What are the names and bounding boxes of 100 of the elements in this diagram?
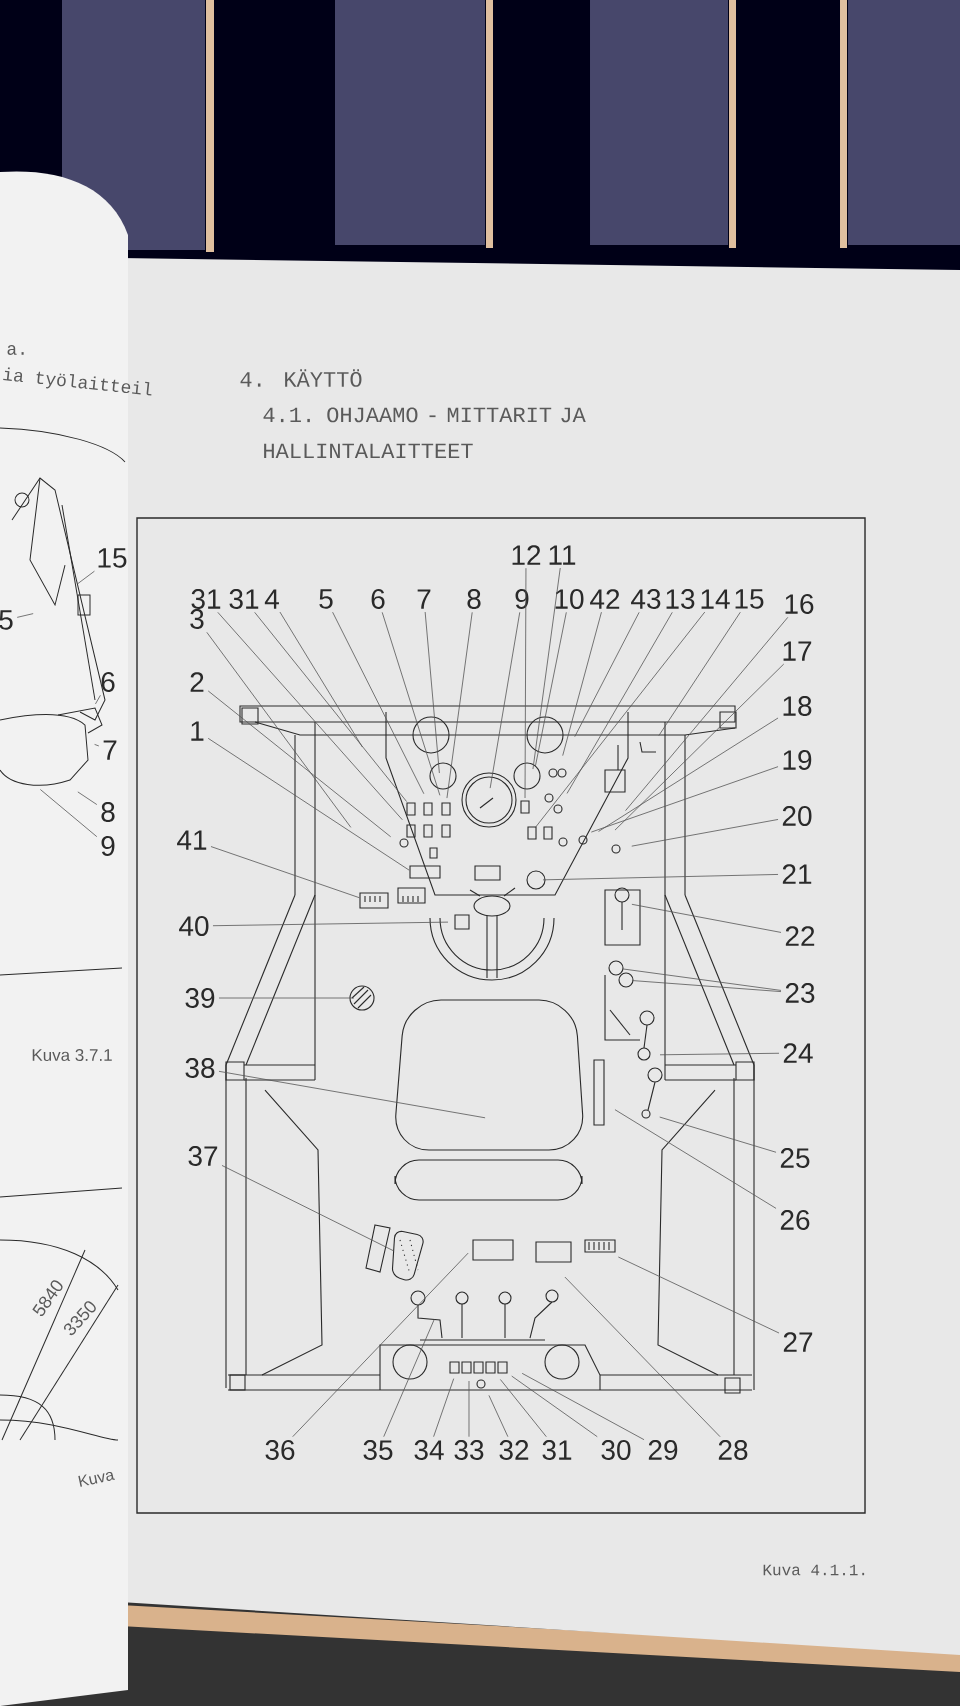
callout-number: 4 xyxy=(264,589,279,609)
callout-number: 30 xyxy=(601,1440,631,1460)
callout-number: 19 xyxy=(783,750,812,770)
callout-number: 5 xyxy=(319,589,333,609)
callout-number: 6 xyxy=(101,672,115,692)
leader-line xyxy=(500,1379,547,1438)
leader-line xyxy=(381,611,441,796)
callout-number: 14 xyxy=(701,589,730,609)
callout-number: 13 xyxy=(666,589,695,609)
leader-line xyxy=(659,1052,780,1056)
leader-line xyxy=(625,616,789,812)
callout-number: 11 xyxy=(549,545,576,565)
callout-number: 22 xyxy=(785,926,815,946)
callout-number: 15 xyxy=(735,589,764,609)
leader-line xyxy=(631,980,782,992)
leader-line xyxy=(94,744,100,747)
callout-number: 3 xyxy=(190,609,204,629)
leader-line xyxy=(446,611,473,799)
callout-number: 43 xyxy=(631,589,661,609)
leader-line xyxy=(598,717,779,832)
page-text: a. xyxy=(7,345,24,355)
callout-number: 31 xyxy=(542,1440,572,1460)
callout-number: 8 xyxy=(101,802,115,822)
leader-line xyxy=(207,737,410,871)
leader-line xyxy=(218,1070,486,1119)
callout-number: 36 xyxy=(265,1440,295,1460)
leader-line xyxy=(631,819,779,847)
leader-line xyxy=(212,921,449,927)
callout-number: 8 xyxy=(467,589,481,609)
callout-number: 23 xyxy=(785,983,815,1003)
callout-number: 5 xyxy=(0,610,13,630)
callout-number: 21 xyxy=(782,864,812,884)
leader-line xyxy=(562,611,602,757)
leader-line xyxy=(468,1380,470,1438)
callout-number: 9 xyxy=(101,836,115,856)
figure-caption: Kuva 4.1.1. xyxy=(763,1564,865,1576)
callout-number: 7 xyxy=(417,589,431,609)
callout-number: 7 xyxy=(103,740,117,760)
callout-number: 15 xyxy=(98,548,127,568)
leader-line xyxy=(511,1375,598,1438)
callout-number: 24 xyxy=(783,1043,813,1063)
leader-line xyxy=(631,903,782,933)
section-heading: 4. KÄYTTÖ xyxy=(240,369,362,387)
leader-line xyxy=(658,611,741,737)
leader-line xyxy=(489,611,521,789)
callout-number: 17 xyxy=(783,641,812,661)
callout-number: 26 xyxy=(780,1210,810,1230)
callout-number: 28 xyxy=(718,1440,748,1460)
leader-line xyxy=(590,766,779,833)
leader-line xyxy=(524,567,527,799)
leader-line xyxy=(614,1109,777,1209)
leader-line xyxy=(574,611,640,738)
callout-number: 27 xyxy=(783,1332,813,1352)
figure-caption: Kuva 3.7.1 xyxy=(32,1049,112,1061)
leader-line xyxy=(95,694,101,705)
callout-number: 18 xyxy=(783,696,812,716)
leader-line xyxy=(532,567,561,770)
leader-line xyxy=(217,611,403,821)
callout-number: 31 xyxy=(229,589,259,609)
leader-line xyxy=(424,611,440,774)
leader-line xyxy=(564,1276,721,1438)
callout-number: 32 xyxy=(499,1440,529,1460)
leader-line xyxy=(279,611,363,748)
leader-line xyxy=(332,611,425,795)
section-title: 4.1. OHJAAMO - MITTARIT JA HALLINTALAITTEET xyxy=(263,407,586,459)
leader-line xyxy=(614,663,785,831)
callout-number: 40 xyxy=(179,916,209,936)
callout-number: 16 xyxy=(785,594,814,614)
leader-line xyxy=(254,611,407,802)
leader-line xyxy=(383,1319,435,1438)
callout-number: 1 xyxy=(191,721,204,741)
leader-line xyxy=(16,613,34,618)
callout-number: 10 xyxy=(555,589,584,609)
leader-line xyxy=(77,570,95,585)
leader-line xyxy=(206,631,352,828)
callout-number: 37 xyxy=(188,1146,218,1166)
callout-number: 33 xyxy=(454,1440,484,1460)
leader-line xyxy=(488,1395,509,1438)
leader-line xyxy=(210,846,360,899)
callout-number: 34 xyxy=(414,1440,444,1460)
callout-number: 12 xyxy=(512,545,541,565)
leader-line xyxy=(622,968,782,991)
leader-line xyxy=(617,1256,780,1334)
callout-number: 39 xyxy=(185,988,215,1008)
leader-line xyxy=(77,791,98,805)
leader-line xyxy=(292,1252,469,1438)
leader-line xyxy=(433,1378,455,1438)
callout-number: 6 xyxy=(371,589,385,609)
leader-line xyxy=(659,1116,777,1153)
leader-line xyxy=(207,690,392,838)
callout-number: 2 xyxy=(190,672,204,692)
callout-number: 9 xyxy=(515,589,529,609)
leader-line xyxy=(39,789,98,838)
callout-number: 25 xyxy=(780,1148,810,1168)
page-text: ia työlaitteil xyxy=(3,367,152,396)
figure-caption: Kuva xyxy=(78,1471,115,1487)
callout-number: 29 xyxy=(648,1440,678,1460)
leader-line xyxy=(521,1372,645,1441)
leader-line xyxy=(542,874,779,881)
leader-line xyxy=(535,611,567,767)
